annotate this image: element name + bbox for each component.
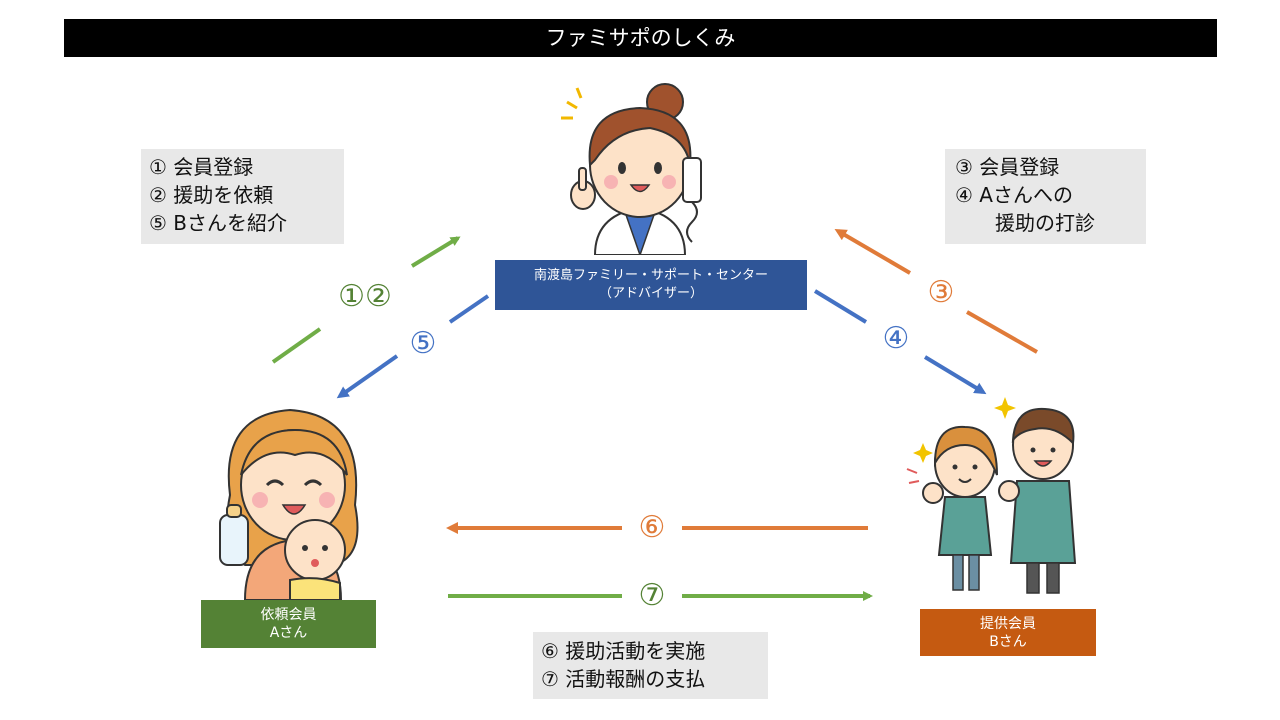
member-b-box: 提供会員 Bさん [920,609,1096,656]
page-title: ファミサポのしくみ [64,19,1217,57]
arrow-12-head [410,236,461,268]
arrow-label-12: ①② [338,279,392,314]
arrow-4-segment [813,289,868,324]
arrow-label-4: ④ [882,321,910,356]
arrow-3-segment [966,310,1038,354]
note-left-line: ① 会員登録 [149,155,254,179]
note-right-line: ③ 会員登録 [955,155,1060,179]
arrow-label-6: ⑥ [638,510,666,545]
center-box: 南渡島ファミリー・サポート・センター （アドバイザー） [495,260,807,310]
member-b-name: Bさん [989,633,1027,650]
advisor-illustration [561,83,702,255]
note-right-line: ④ Aさんへの [955,183,1073,207]
note-bottom-line: ⑦ 活動報酬の支払 [541,667,706,691]
member-a-name: Aさん [269,625,308,641]
arrow-5-head [336,354,399,399]
note-bottom: ⑥ 援助活動を実施 ⑦ 活動報酬の支払 [533,632,768,699]
center-box-name: 南渡島ファミリー・サポート・センター [533,268,768,283]
arrow-label-3: ③ [927,275,955,310]
note-left: ① 会員登録 ② 援助を依頼 ⑤ Bさんを紹介 [141,149,344,244]
arrow-5-segment [448,294,490,324]
arrow-3-head [834,228,912,275]
note-left-line: ② 援助を依頼 [149,183,274,207]
note-bottom-line: ⑥ 援助活動を実施 [541,639,706,663]
arrow-12-segment [271,327,322,364]
mother-baby-illustration [219,408,359,600]
note-right: ③ 会員登録 ④ Aさんへの 援助の打診 [945,149,1146,244]
arrow-4-head [923,355,987,395]
center-box-role: （アドバイザー） [598,286,703,301]
arrow-label-5: ⑤ [409,326,437,361]
arrow-label-7: ⑦ [638,578,666,613]
member-a-box: 依頼会員 Aさん [201,600,376,648]
note-left-line: ⑤ Bさんを紹介 [149,211,288,235]
providers-illustration [906,397,1077,594]
member-a-type: 依頼会員 [260,607,317,623]
member-b-type: 提供会員 [980,615,1036,632]
note-right-line: 援助の打診 [995,211,1095,235]
